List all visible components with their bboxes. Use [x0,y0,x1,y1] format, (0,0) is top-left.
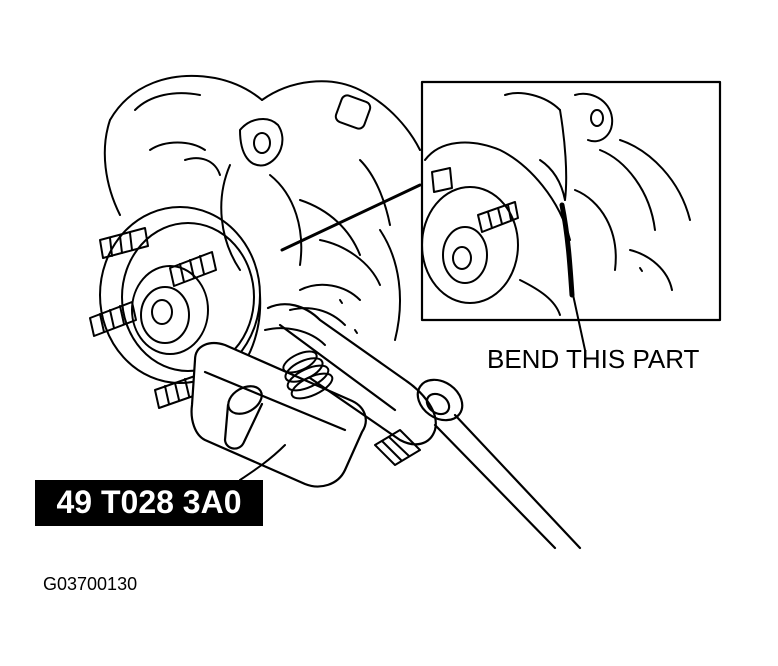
tool-code-box: 49 T028 3A0 [35,480,263,526]
stud-left [90,302,136,336]
figure-id: G03700130 [43,574,138,594]
callout-leader-line [572,290,585,350]
tool-screw [375,430,420,465]
wrench [410,371,580,548]
steering-knuckle [105,76,420,345]
detail-inset [422,82,720,320]
tool-spring [280,347,335,403]
tool-code-label: 49 T028 3A0 [56,484,242,520]
wheel-hub [100,207,260,385]
callout-bend-this-part: BEND THIS PART [487,344,700,374]
stud-top [100,228,148,258]
bent-part-mark [562,205,572,295]
special-tool-body [192,304,436,486]
stud-mid [170,252,216,286]
tool-leader-line [240,445,285,480]
inset-leader-line [282,185,420,250]
